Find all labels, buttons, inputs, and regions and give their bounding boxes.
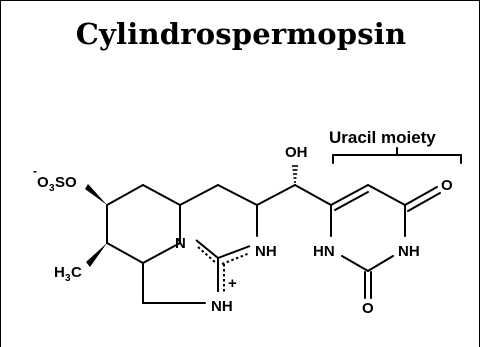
- sulfate-o3: O: [37, 174, 49, 191]
- hydroxyl-label: OH: [285, 144, 308, 161]
- uracil-nh: NH: [398, 243, 420, 260]
- bond: [142, 242, 181, 264]
- bond: [404, 186, 438, 206]
- bond: [221, 252, 251, 265]
- bond: [294, 184, 332, 206]
- bond: [106, 184, 144, 206]
- atom-labels: - O 3 SO OH H 3 C N NH + NH HN NH O O Ur…: [33, 128, 453, 317]
- bond: [179, 184, 219, 206]
- guanidinium-bonds: [195, 239, 251, 292]
- guanidinium-dashed: [197, 246, 251, 292]
- wedge-bond-sulfate: [85, 184, 107, 205]
- uracil-carbonyl-top: O: [441, 177, 453, 194]
- bond: [334, 191, 369, 211]
- hashed-bond-oh: [292, 165, 298, 183]
- bond: [106, 242, 144, 264]
- bond: [197, 246, 217, 264]
- sulfate-charge: -: [33, 164, 37, 178]
- bond: [330, 184, 369, 206]
- uracil-hn: HN: [313, 243, 335, 260]
- sulfate-subscript: 3: [49, 183, 55, 194]
- bond: [217, 245, 251, 259]
- bond: [217, 184, 258, 206]
- uracil-moiety-label: Uracil moiety: [329, 128, 436, 147]
- bond: [407, 192, 441, 212]
- bond: [341, 255, 369, 272]
- methyl-c: C: [71, 264, 82, 281]
- methyl-subscript: 3: [65, 273, 71, 284]
- positive-charge: +: [228, 275, 237, 292]
- moiety-bracket: [332, 154, 462, 164]
- bonds: [106, 147, 462, 304]
- guanidine-nh-right: NH: [255, 243, 277, 260]
- bond: [367, 255, 394, 272]
- sulfate-so: SO: [55, 174, 77, 191]
- ring-nitrogen: N: [175, 235, 186, 252]
- guanidine-nh-bottom: NH: [211, 298, 233, 315]
- bond: [142, 184, 181, 206]
- bond: [367, 184, 406, 206]
- uracil-carbonyl-bottom: O: [362, 300, 374, 317]
- figure-title: Cylindrospermopsin: [75, 17, 407, 51]
- methyl-h: H: [54, 264, 65, 281]
- wedge-bond-methyl: [86, 243, 107, 267]
- bond: [256, 184, 296, 206]
- bond: [195, 239, 219, 259]
